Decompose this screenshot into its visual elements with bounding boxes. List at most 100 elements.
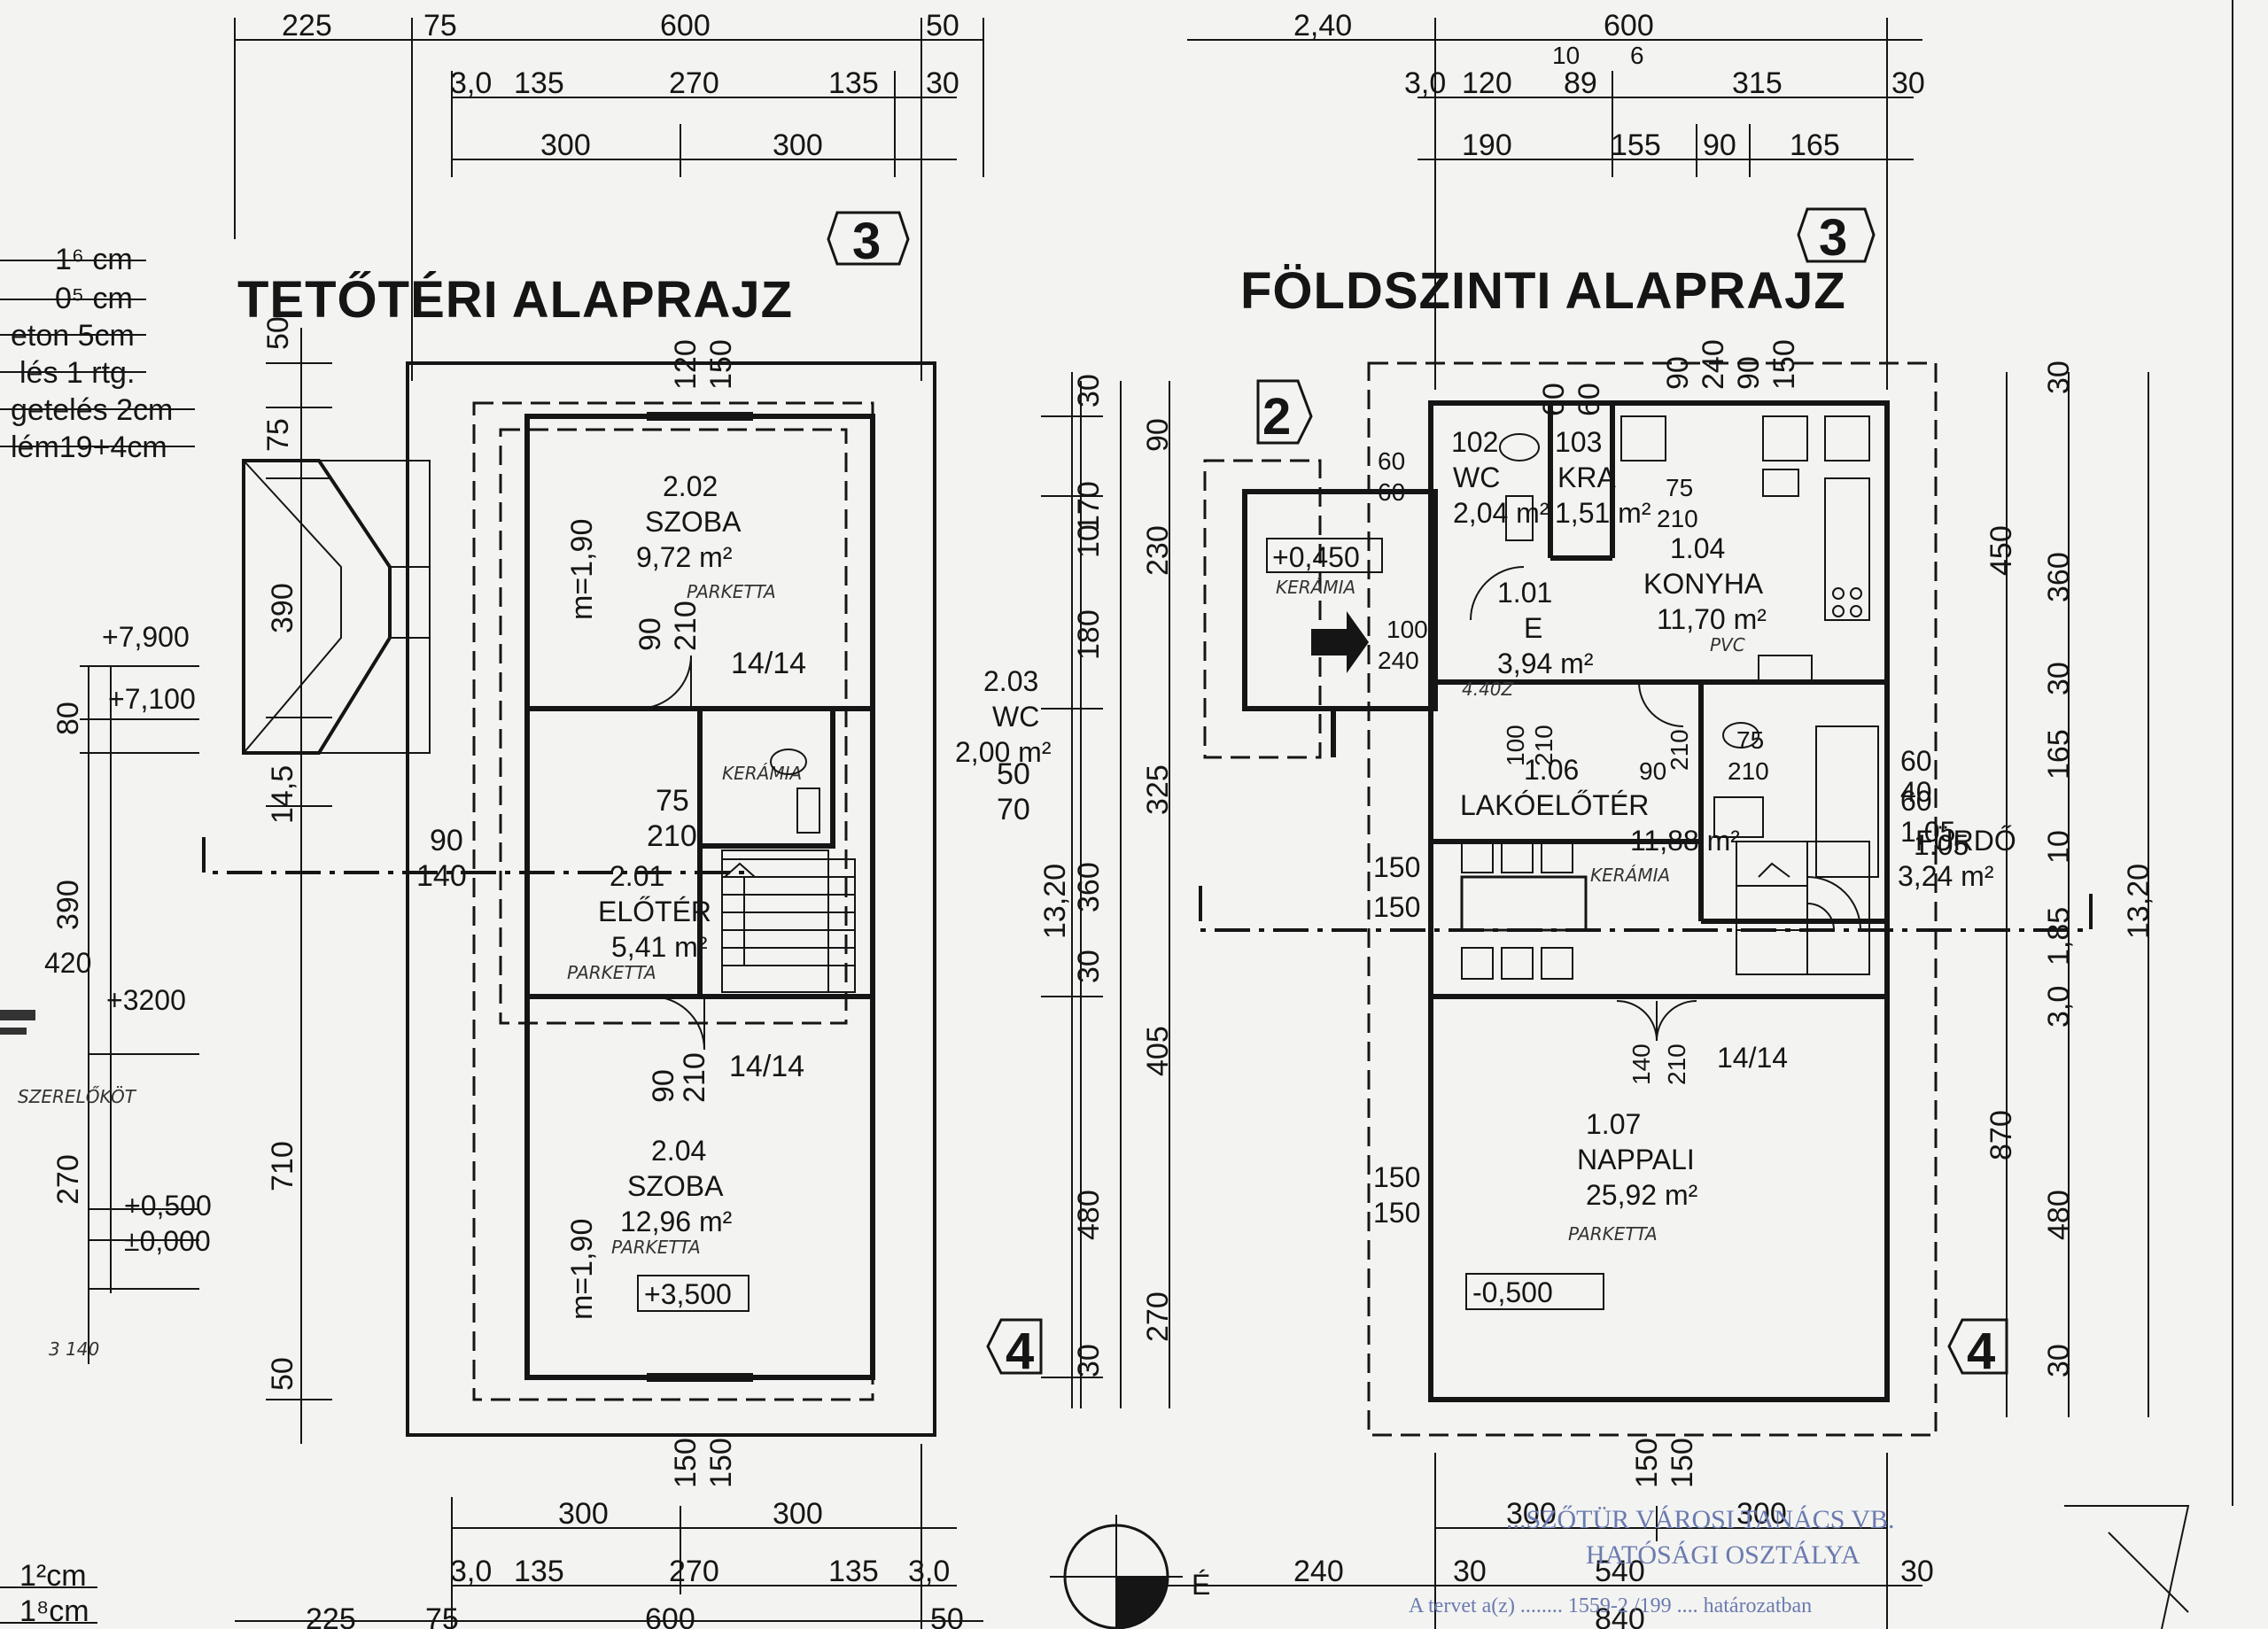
- svg-text:11,70 m²: 11,70 m²: [1657, 603, 1767, 635]
- elev-7100: +7,100: [108, 683, 196, 715]
- legend-line-2: 0⁵ cm: [55, 282, 133, 315]
- svg-text:A tervet a(z) ........ 1559-2: A tervet a(z) ........ 1559-2 /199 .... …: [1409, 1594, 1812, 1617]
- ground-plan: FÖLDSZINTI ALAPRAJZ 3 2 4 2,40 600 10 6: [1143, 9, 2155, 1629]
- svg-text:4: 4: [1006, 1323, 1035, 1380]
- svg-text:3,0: 3,0: [1404, 66, 1446, 100]
- legend-line-5: getelés 2cm: [11, 393, 173, 427]
- dim-left-50a: 50: [261, 316, 295, 350]
- room-103: 103 KRA 1,51 m²: [1555, 426, 1651, 529]
- middle-dimensions: 30 90 170 10 230 180 325 360 30 405 480 …: [1072, 374, 1175, 1408]
- attic-stair: [721, 858, 856, 993]
- svg-text:300: 300: [1736, 1497, 1787, 1531]
- svg-text:3,24 m²: 3,24 m²: [1898, 860, 1994, 892]
- dim-225: 225: [282, 9, 332, 43]
- svg-text:405: 405: [1141, 1026, 1175, 1076]
- svg-text:2.03: 2.03: [983, 665, 1038, 697]
- svg-text:PARKETTA: PARKETTA: [567, 962, 656, 983]
- svg-text:150: 150: [1373, 1161, 1420, 1193]
- ground-plan-title: FÖLDSZINTI ALAPRAJZ: [1240, 262, 1846, 320]
- dim-left-75: 75: [261, 418, 295, 452]
- svg-text:1.06: 1.06: [1524, 754, 1579, 786]
- svg-text:210: 210: [1657, 505, 1698, 532]
- svg-text:90: 90: [1703, 128, 1736, 162]
- legend-line-6: lém19+4cm: [11, 431, 167, 464]
- svg-text:ELŐTÉR: ELŐTÉR: [598, 896, 711, 927]
- room-1-05: 60 60 40 1,05 1.05 FÜRDŐ 3,24 m²: [1898, 745, 2016, 892]
- north-arrow-icon: É: [1050, 1515, 1210, 1629]
- room-1-01: 1.01 E 3,94 m² 4.40Z: [1462, 577, 1594, 700]
- svg-text:4: 4: [1967, 1323, 1996, 1380]
- dim-30a: 3,0: [450, 66, 492, 100]
- svg-text:SZOBA: SZOBA: [645, 506, 742, 538]
- dim-left-50b: 50: [266, 1357, 299, 1391]
- attic-plan: TETŐTÉRI ALAPRAJZ 3 4 225 75 600 50 3: [202, 9, 1103, 1629]
- dim-300b: 300: [773, 128, 823, 162]
- svg-text:90: 90: [1732, 356, 1766, 390]
- north-label: É: [1192, 1569, 1210, 1601]
- svg-text:KONYHA: KONYHA: [1643, 568, 1764, 600]
- svg-text:50: 50: [930, 1602, 964, 1629]
- dim-135b: 135: [828, 66, 879, 100]
- svg-text:2.01: 2.01: [610, 860, 664, 892]
- elev-0000: ±0,000: [124, 1225, 211, 1257]
- attic-left-dimensions: 50 75 390 14,5 710 50: [261, 316, 332, 1444]
- svg-text:870: 870: [1984, 1110, 2018, 1160]
- svg-text:120: 120: [1462, 66, 1512, 100]
- svg-text:30: 30: [1891, 66, 1925, 100]
- approval-stamp: ...SZŐTÜR VÁROSI TANÁCS VB. HATÓSÁGI OSZ…: [1409, 1505, 1895, 1617]
- svg-text:1.04: 1.04: [1670, 532, 1725, 564]
- svg-text:90: 90: [1661, 356, 1695, 390]
- svg-text:2,00 m²: 2,00 m²: [955, 736, 1052, 768]
- room-2-01: 2.01 ELŐTÉR 5,41 m² PARKETTA: [567, 860, 711, 983]
- svg-text:210: 210: [1530, 725, 1557, 766]
- svg-text:30: 30: [1453, 1555, 1487, 1588]
- dim-left-390a: 390: [266, 583, 299, 633]
- svg-text:240: 240: [1697, 339, 1730, 390]
- svg-text:135: 135: [514, 1555, 564, 1588]
- note-3140: 3 140: [49, 1338, 99, 1360]
- svg-text:3,0: 3,0: [2042, 986, 2076, 1028]
- svg-text:102: 102: [1451, 426, 1498, 458]
- svg-text:360: 360: [2042, 552, 2076, 602]
- room-1-07: 1.07 NAPPALI 25,92 m² PARKETTA -0,500: [1465, 1108, 1698, 1310]
- legend-line-4: lés 1 rtg.: [19, 356, 135, 390]
- svg-text:WC: WC: [992, 701, 1039, 733]
- svg-text:150: 150: [669, 1438, 703, 1488]
- svg-text:KRA: KRA: [1557, 462, 1616, 493]
- attic-top-dimensions: 225 75 600 50 3,0 135 270 135 30 300 300…: [234, 9, 984, 390]
- dim-30b: 30: [926, 66, 959, 100]
- svg-text:13,20: 13,20: [2122, 864, 2155, 939]
- section-mark-4-left: 4: [986, 1318, 1043, 1380]
- svg-text:100: 100: [1386, 616, 1428, 643]
- svg-text:150: 150: [1373, 891, 1420, 923]
- svg-text:450: 450: [1984, 525, 2018, 576]
- svg-text:100: 100: [1502, 725, 1529, 766]
- dim-sec-90: 90: [430, 824, 463, 857]
- svg-text:10: 10: [1552, 42, 1580, 69]
- elev-3200: +3200: [106, 984, 186, 1016]
- svg-text:60: 60: [1378, 478, 1405, 506]
- svg-text:300: 300: [773, 1497, 823, 1531]
- svg-text:270: 270: [669, 1555, 719, 1588]
- legend-line-3: eton 5cm: [11, 319, 135, 353]
- svg-text:3,0: 3,0: [450, 1555, 492, 1588]
- section-mark-3-left: 3: [827, 211, 910, 270]
- svg-text:90: 90: [1141, 418, 1175, 452]
- svg-text:150: 150: [1630, 1438, 1664, 1488]
- svg-text:...SZŐTÜR VÁROSI TANÁCS VB.: ...SZŐTÜR VÁROSI TANÁCS VB.: [1506, 1505, 1895, 1534]
- section-mark-2: 2: [1256, 379, 1313, 446]
- svg-text:210: 210: [1728, 757, 1769, 785]
- svg-text:210: 210: [1666, 729, 1693, 771]
- room-1-04: 1.04 KONYHA 11,70 m² PVC: [1643, 532, 1767, 655]
- svg-text:60: 60: [1378, 447, 1405, 475]
- ground-right-dimensions: 30 450 360 30 165 10 1,85 3,0 870 480 30…: [1984, 361, 2155, 1417]
- svg-text:4.40Z: 4.40Z: [1462, 679, 1515, 700]
- svg-text:FÜRDŐ: FÜRDŐ: [1915, 825, 2016, 857]
- svg-text:210: 210: [647, 819, 697, 853]
- svg-text:2: 2: [1262, 388, 1292, 446]
- dim-left-145: 14,5: [266, 765, 299, 824]
- svg-text:75: 75: [425, 1602, 459, 1629]
- section-mark-4-right: 4: [1947, 1318, 2008, 1380]
- svg-text:25,92 m²: 25,92 m²: [1586, 1179, 1698, 1211]
